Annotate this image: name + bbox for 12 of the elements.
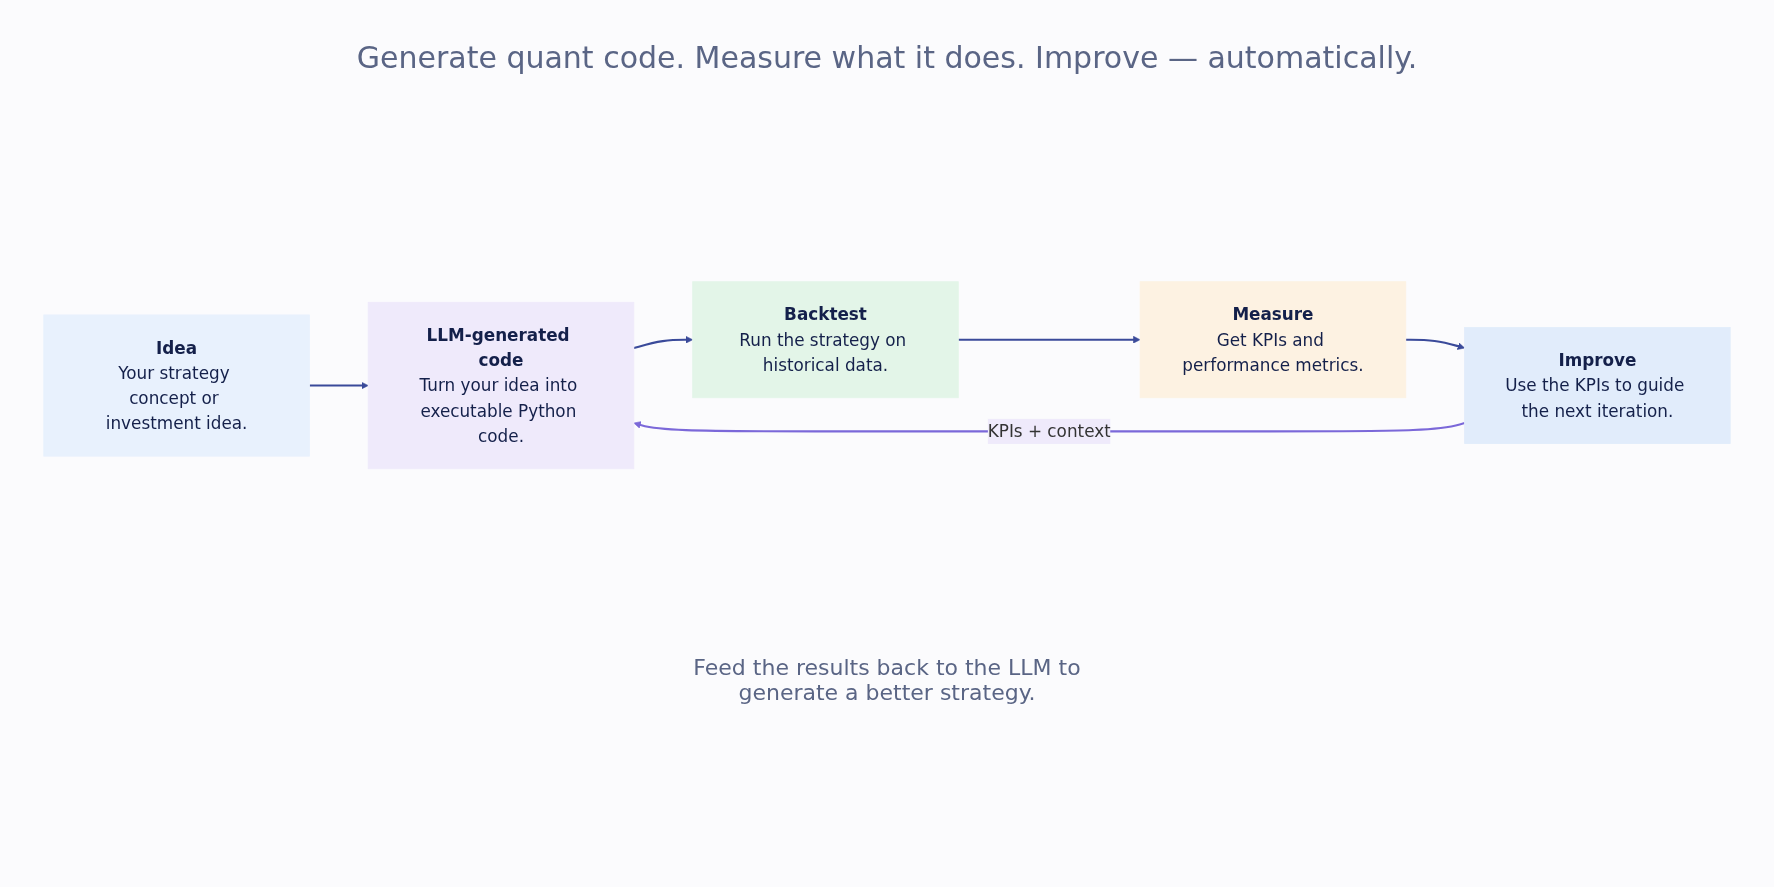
arrow bbox=[309, 381, 369, 389]
node-box: Measure Get KPIs and performance metrics. bbox=[1139, 281, 1407, 398]
subtitle: Generate quant code. Measure what it does. Improve — automatically. bbox=[356, 40, 1418, 75]
node-box: Improve Use the KPIs to guide the next iteration. bbox=[1464, 326, 1731, 444]
edge-label: KPIs + context bbox=[987, 421, 1111, 442]
note-text: Feed the results back to the LLM to generate a better strategy. bbox=[692, 655, 1082, 705]
node-box: LLM-generated code Turn your idea into executable Python code. bbox=[367, 301, 635, 469]
arrow bbox=[1405, 338, 1465, 350]
arrow bbox=[958, 335, 1141, 344]
node-box: Idea Your strategy concept or investment idea. bbox=[43, 314, 310, 457]
node-box: Backtest Run the strategy on historical data. bbox=[692, 281, 959, 398]
arrow bbox=[633, 335, 693, 349]
